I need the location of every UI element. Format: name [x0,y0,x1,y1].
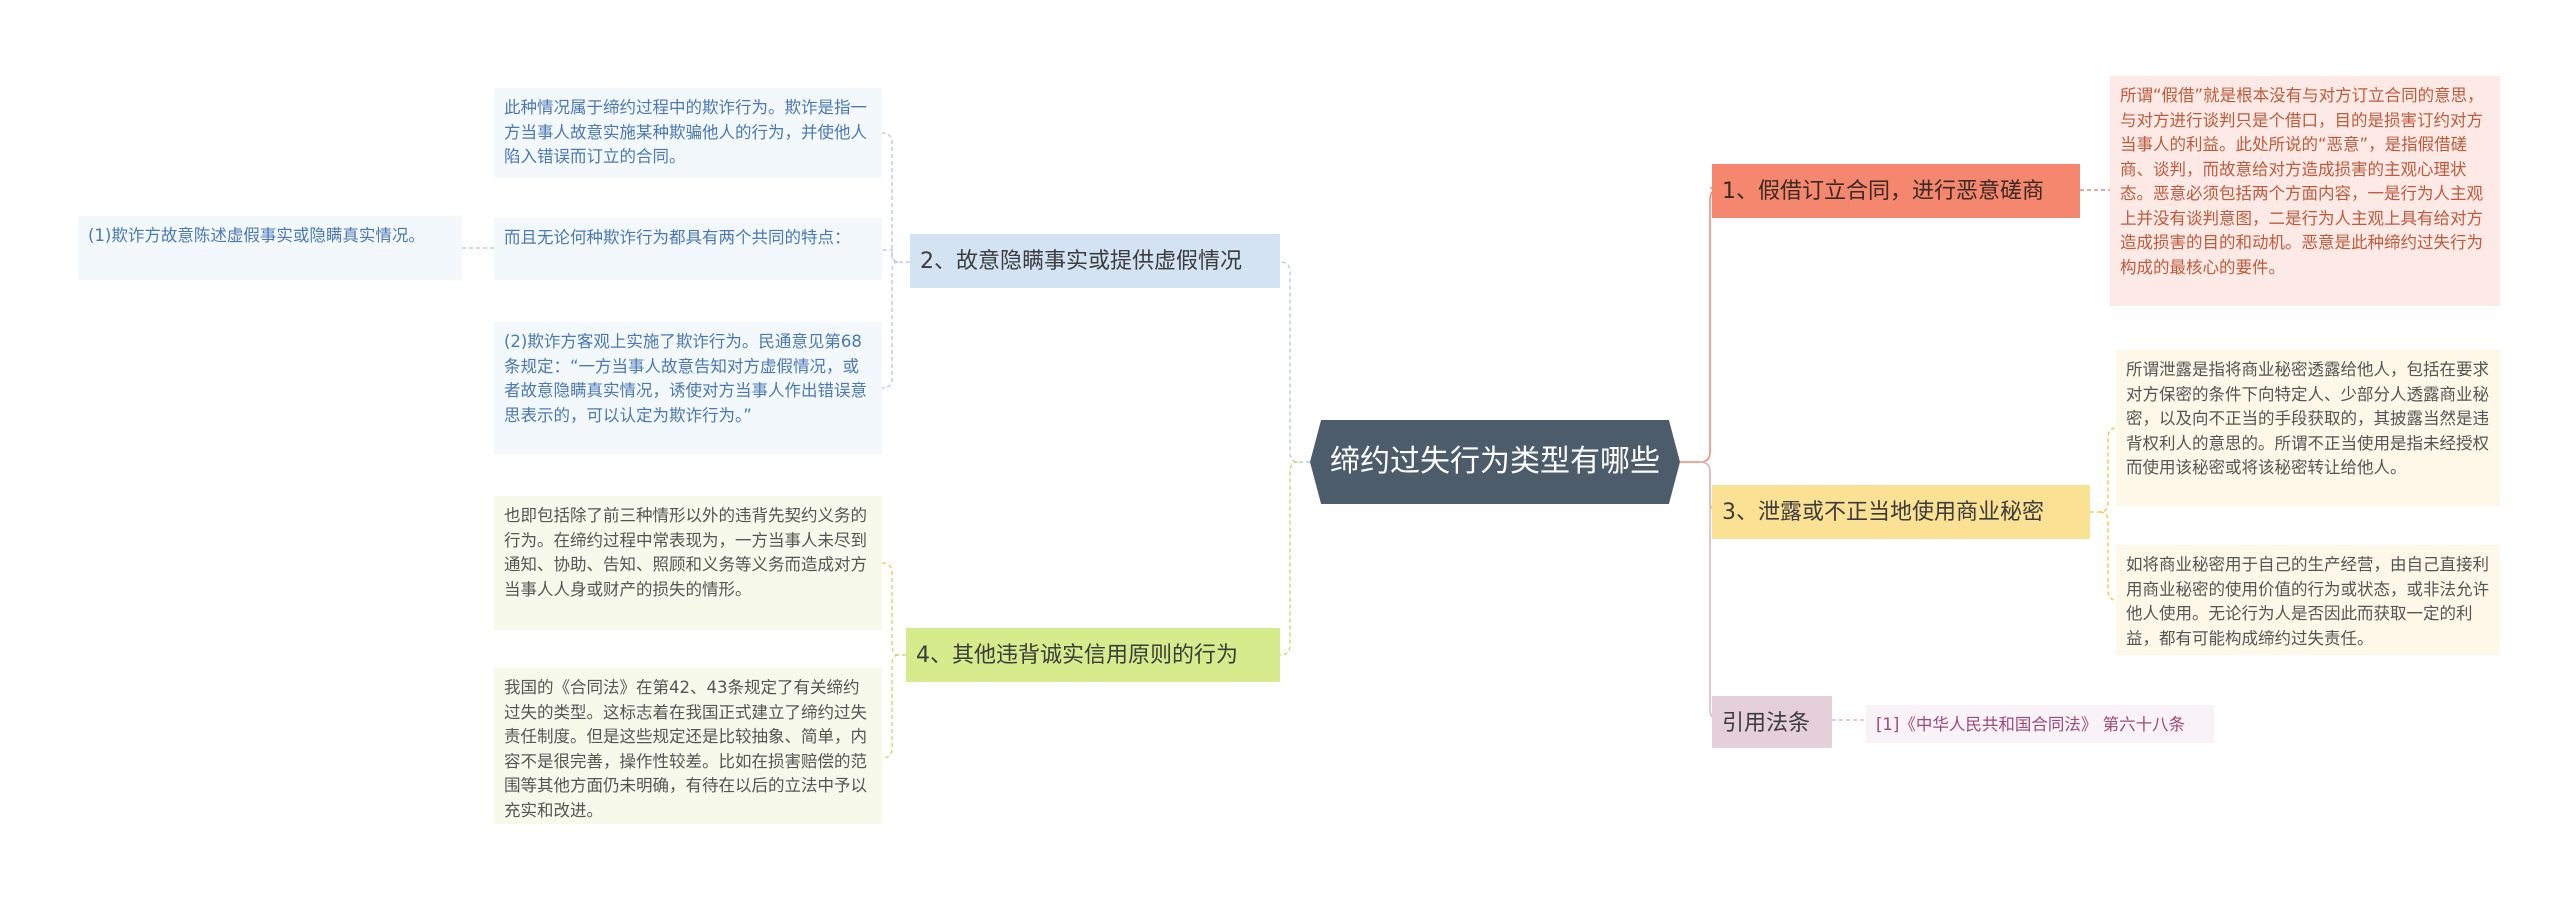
branch-1-detail: 所谓“假借”就是根本没有与对方订立合同的意思，与对方进行谈判只是个借口，目的是损… [2110,76,2500,306]
branch-2-detail-a: 此种情况属于缔约过程中的欺诈行为。欺诈是指一方当事人故意实施某种欺骗他人的行为，… [494,88,882,178]
link-b3-leafb [2099,511,2117,601]
branch-3-detail-b: 如将商业秘密用于自己的生产经营，由自己直接利用商业秘密的使用价值的行为或状态，或… [2116,545,2500,655]
branch-4-detail-a: 也即包括除了前三种情形以外的违背先契约义务的行为。在缔约过程中常表现为，一方当事… [494,496,882,630]
branch-3-detail-a: 所谓泄露是指将商业秘密透露给他人，包括在要求对方保密的条件下向特定人、少部分人透… [2116,350,2500,506]
branch-4-detail-b: 我国的《合同法》在第42、43条规定了有关缔约过失的类型。这标志着在我国正式建立… [494,668,882,824]
branch-1[interactable]: 1、假借订立合同，进行恶意磋商 [1712,164,2080,218]
branch-2-detail-c: (2)欺诈方客观上实施了欺诈行为。民通意见第68条规定：“一方当事人故意告知对方… [494,322,882,454]
link-b2-leafb [882,249,899,263]
central-topic[interactable]: 缔约过失行为类型有哪些 [1310,420,1680,504]
branch-2-detail-b: 而且无论何种欺诈行为都具有两个共同的特点： [494,218,882,280]
branch-3[interactable]: 3、泄露或不正当地使用商业秘密 [1712,485,2090,539]
link-b3-leafa [2090,427,2117,513]
branch-2-detail-b1: (1)欺诈方故意陈述虚假事实或隐瞒真实情况。 [78,216,462,280]
link-b4-leafa [881,562,906,656]
branch-4[interactable]: 4、其他违背诚实信用原则的行为 [906,628,1280,682]
link-center-b2 [1279,261,1310,463]
branch-5-detail: [1]《中华人民共和国合同法》 第六十八条 [1866,705,2214,743]
branch-2[interactable]: 2、故意隐瞒事实或提供虚假情况 [910,234,1280,288]
link-b4-leafb [881,654,899,759]
link-b2-leafc [881,261,899,389]
branch-5[interactable]: 引用法条 [1712,696,1832,748]
link-center-b4 [1279,461,1299,656]
link-b2-leafa [881,132,910,263]
link-center-b1 [1680,187,1723,463]
